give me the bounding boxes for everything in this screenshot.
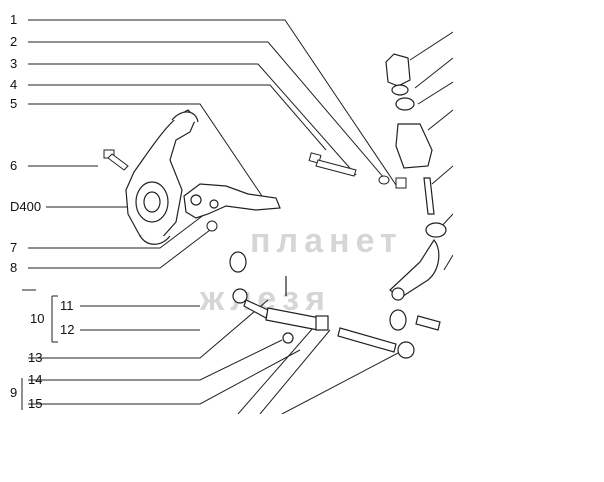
watermark-line-1: планет	[250, 222, 403, 260]
leader-line-right-1	[409, 31, 453, 61]
callout-9: 9	[10, 385, 18, 400]
callout-10: 10	[30, 311, 45, 326]
bolt-6	[103, 149, 129, 171]
callout-d400: D400	[10, 199, 42, 214]
leader-line-bottom-2	[259, 329, 331, 414]
pendulum-assembly	[385, 53, 447, 301]
leader-line-14	[28, 339, 283, 381]
callout-13: 13	[28, 350, 43, 365]
leader-line-bottom-1	[237, 319, 321, 414]
callout-8: 8	[10, 260, 18, 275]
long-bolt	[308, 152, 357, 177]
leader-line-right-5	[431, 165, 453, 185]
tie-rod-end-left	[229, 251, 287, 319]
leader-line-right-2	[414, 57, 453, 89]
leader-line-4	[28, 84, 327, 151]
callout-2: 2	[10, 34, 18, 49]
leader-line-right-7	[443, 254, 453, 271]
leader-line-right-3	[417, 81, 453, 105]
callout-4: 4	[10, 77, 18, 92]
callout-14: 14	[28, 372, 43, 387]
callout-12: 12	[60, 322, 75, 337]
parts-diagram	[21, 19, 453, 414]
leader-line-8	[28, 229, 211, 269]
leader-line-7	[28, 213, 206, 249]
tie-rod	[265, 307, 441, 359]
leader-line-2	[28, 41, 385, 179]
nut-8	[206, 220, 218, 232]
callout-3: 3	[10, 56, 18, 71]
steering-knuckle	[125, 109, 199, 245]
callout-6: 6	[10, 158, 18, 173]
leader-line-13	[28, 299, 269, 359]
diagram-area: планет жлезя	[10, 12, 453, 414]
callout-15: 15	[28, 396, 43, 411]
callout-11: 11	[60, 298, 74, 313]
leader-line-1	[28, 19, 397, 186]
callout-7: 7	[10, 240, 18, 255]
washer-and-nut	[378, 175, 407, 189]
callout-1: 1	[10, 12, 18, 27]
leader-lines	[21, 19, 453, 414]
leader-line-5	[28, 103, 263, 197]
leader-line-3	[28, 63, 357, 176]
callout-5: 5	[10, 96, 18, 111]
leader-line-right-4	[427, 109, 453, 131]
steering-arm	[183, 183, 281, 219]
leader-line-15	[28, 349, 301, 405]
leader-line-bottom-3	[281, 351, 401, 414]
